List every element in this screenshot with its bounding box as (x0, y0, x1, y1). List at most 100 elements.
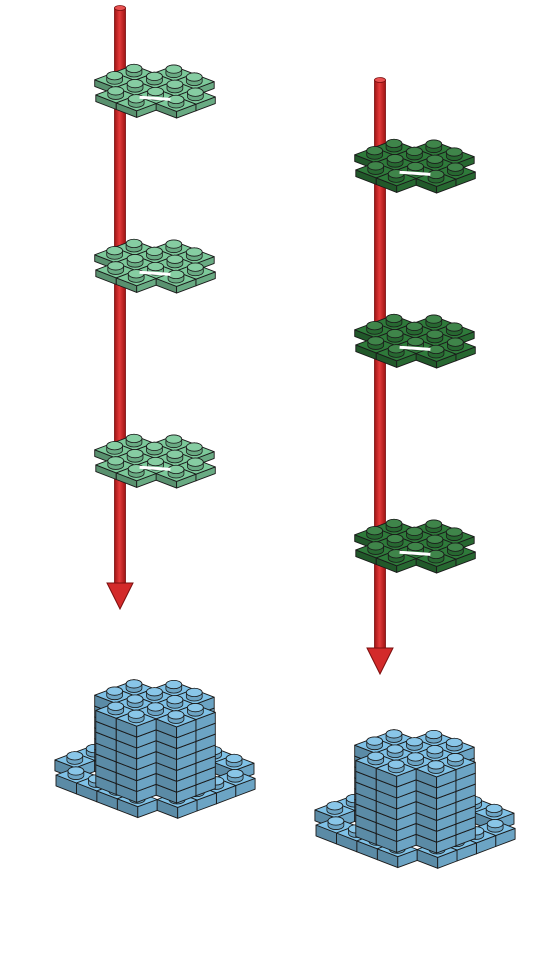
tower-right (314, 729, 516, 869)
stud-top (167, 269, 185, 280)
stud-top (485, 803, 503, 814)
brick (155, 94, 197, 119)
plate-slot (139, 95, 171, 101)
stud-top (427, 549, 445, 560)
stud-top (387, 759, 405, 769)
plate-right-1 (354, 138, 476, 194)
plate-right-3 (354, 518, 476, 574)
arrow-rods (106, 5, 394, 676)
stud-top (125, 679, 143, 689)
plate-slot (139, 465, 171, 471)
stud-top (107, 261, 125, 271)
stud-top (447, 753, 464, 763)
brick (155, 464, 197, 489)
arrow-head (106, 582, 134, 611)
stud-top (445, 527, 463, 537)
stud-top (406, 321, 423, 331)
stud-top (106, 441, 123, 451)
stud-top (426, 745, 444, 755)
stud-top (125, 63, 143, 74)
stud-top (166, 695, 184, 705)
arrow-head (366, 647, 394, 676)
stud-top (165, 64, 183, 74)
stud-top (406, 737, 423, 747)
stud-top (125, 238, 143, 249)
brick (415, 760, 457, 789)
stud-top (427, 760, 445, 770)
stud-top (486, 819, 504, 829)
stud-top (385, 313, 403, 324)
stud-top (386, 154, 404, 164)
stud-top (427, 169, 445, 180)
stud-top (106, 246, 123, 256)
stud-top (185, 687, 203, 698)
plate-right-2 (354, 313, 476, 369)
stud-top (147, 86, 164, 97)
stud-top (425, 139, 443, 149)
stud-top (106, 686, 123, 696)
stud-top (385, 138, 403, 149)
stud-top (445, 737, 463, 748)
stud-top (367, 751, 385, 761)
plate-slot (139, 270, 171, 276)
stud-top (147, 702, 164, 712)
stud-top (226, 769, 244, 779)
stud-top (425, 519, 443, 529)
rod-cap (374, 77, 386, 83)
stud-top (445, 147, 463, 157)
brick-towers (54, 679, 516, 869)
brick (115, 464, 157, 488)
stud-top (447, 337, 464, 347)
stud-top (185, 247, 203, 257)
brick (415, 344, 457, 369)
stud-top (165, 239, 183, 249)
stud-top (385, 729, 403, 739)
stud-top (126, 694, 144, 704)
stud-top (66, 751, 84, 761)
stud-top (126, 449, 144, 459)
stud-top (187, 457, 204, 467)
stud-top (167, 464, 185, 475)
brick (375, 549, 417, 573)
plate-slot (399, 550, 431, 556)
brick (115, 94, 157, 118)
stud-top (127, 709, 145, 719)
stud-top (407, 541, 424, 552)
stud-top (406, 146, 423, 156)
stud-top (427, 344, 445, 355)
stud-top (326, 801, 344, 811)
stud-top (106, 71, 123, 81)
plate-slot (399, 170, 431, 176)
stud-top (447, 542, 464, 552)
stud-top (167, 710, 185, 720)
stud-top (125, 433, 143, 444)
stud-top (147, 261, 164, 272)
stud-top (166, 254, 184, 264)
stud-top (366, 321, 383, 331)
stud-top (426, 329, 444, 339)
stud-top (167, 94, 185, 105)
stud-top (67, 766, 85, 776)
stud-top (146, 441, 163, 451)
stud-top (225, 753, 243, 764)
brick (375, 759, 417, 788)
stud-top (447, 162, 464, 172)
plate-left-2 (94, 238, 216, 294)
stud-top (187, 262, 204, 272)
stud-top (425, 729, 443, 740)
stud-top (107, 701, 125, 711)
stud-top (366, 526, 383, 536)
stud-top (367, 336, 385, 346)
plate-layers (94, 63, 476, 574)
brick (354, 526, 395, 550)
stud-top (327, 816, 345, 826)
stud-top (146, 687, 163, 697)
stud-top (426, 154, 444, 164)
plate-left-1 (94, 63, 216, 119)
brick (115, 709, 157, 738)
plate-left-3 (94, 433, 216, 489)
stud-top (366, 146, 383, 156)
stud-top (146, 71, 163, 81)
